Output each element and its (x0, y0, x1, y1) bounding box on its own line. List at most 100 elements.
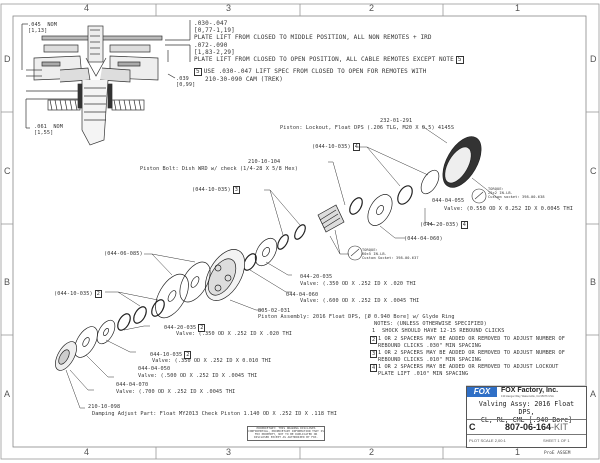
note-ref-box: 3 (232, 186, 240, 194)
zone-row-label: C (590, 166, 597, 176)
note-ref-box: 4 (460, 221, 468, 229)
plate-lift-text: PLATE LIFT FROM CLOSED TO MIDDLE POSITIO… (194, 34, 432, 41)
zone-column-label: 3 (226, 447, 232, 457)
company-address: 130 Hangar Way, Watsonville, CA 95076 US… (501, 395, 554, 398)
part-description: Piston Assembly: 2016 Float DPS, [Ø 0.94… (258, 314, 455, 320)
company-name: FOX Factory, Inc. (501, 387, 559, 394)
torque-label: TORQUE: (488, 187, 504, 191)
zone-row-label: D (4, 54, 11, 64)
part-number: (044-06-085) (104, 251, 143, 257)
part-number: 044-20-035 (164, 325, 197, 331)
dimension-metric: [1,13] (28, 28, 48, 34)
part-number: (044-10-035) (54, 291, 93, 297)
part-number: (044-04-060) (404, 236, 443, 242)
torque-socket: Custom socket: 398-00-638 (488, 195, 545, 199)
torque-socket: Custom Socket: 398-00-637 (362, 256, 419, 260)
note-ref-box: 2 (198, 324, 206, 332)
part-description: Piston Bolt: Dish WRD w/ check (1/4-28 X… (140, 166, 298, 172)
note-line: SHOCK SHOULD HAVE 12-15 REBOUND CLICKS (382, 328, 505, 334)
zone-column-label: 3 (226, 3, 232, 13)
zone-column-label: 1 (515, 447, 521, 457)
part-number: 210-10-098 (88, 404, 121, 410)
part-description: Valve: (.700 OD X .252 ID X .0045 THI (116, 389, 236, 395)
spacer-callout: (044-10-035)3 (192, 186, 240, 194)
part-description: Valve: (.350 OD X .252 ID X .020 THI (176, 331, 293, 337)
torque-wrench-icon (471, 188, 487, 204)
title-block-footer: PLOT SCALE 2,00:1 SHEET 1 OF 1 (467, 434, 586, 447)
note-ref-box: 2 (184, 351, 192, 359)
part-description: Valve: (.500 OD X .252 ID X .0045 THI (138, 373, 258, 379)
zone-row-label: B (4, 277, 11, 287)
note-ref-box: 2 (370, 336, 378, 344)
proprietary-notice: PROPRIETARY: THIS DRAWING DISCLOSES CONF… (247, 426, 325, 441)
inner-frame (12, 15, 587, 448)
plate-lift-value: .072-.090 (194, 42, 228, 49)
part-number: 232-01-291 (380, 118, 413, 124)
note-line: 1 OR 2 SPACERS MAY BE ADDED OR REMOVED T… (378, 364, 559, 370)
part-number: (044-10-035) (312, 144, 351, 150)
note-line: REBOUND CLICKS .030" MIN SPACING (378, 343, 482, 349)
part-description: Valve: (.350 OD X .252 ID X .020 THI (300, 281, 417, 287)
zone-row-label: B (590, 277, 597, 287)
part-number: (044-10-035) (192, 187, 231, 193)
drawing-title-line2: CL, RL, CML [.940 Bore] (480, 416, 573, 424)
sheet-count: SHEET 1 OF 1 (543, 438, 570, 443)
zone-column-label: 4 (84, 447, 90, 457)
drawing-number: 807-06-164-KIT (505, 422, 568, 432)
part-number: 044-04-070 (116, 382, 149, 388)
part-description: Valve: (.600 OD X .252 ID X .0045 THI (300, 298, 420, 304)
plate-lift-value: .030-.047 (194, 20, 228, 27)
dimension-metric: [1,55] (34, 130, 54, 136)
plot-scale: PLOT SCALE 2,00:1 (469, 438, 506, 443)
zone-column-label: 1 (515, 3, 521, 13)
spacer-callout: (044-20-035)4 (420, 221, 468, 229)
zone-row-label: C (4, 166, 11, 176)
torque-value: 22±2 IN.LB. (488, 191, 513, 195)
note-line: REBOUND CLICKS .010" MIN SPACING (378, 357, 482, 363)
note-line: PLATE LIFT .010" MIN SPACING (378, 371, 469, 377)
note-5-line2: 210-30-090 CAM (TREK) (205, 76, 283, 83)
torque-spec: TORQUE: 60±5 IN.LB. Custom Socket: 398-0… (362, 248, 419, 260)
part-number: 044-10-035 (150, 352, 183, 358)
part-description: Piston: Lockout, Float DPS (.206 TLG, M2… (280, 125, 455, 131)
drawing-number-main: 807-06-164 (505, 422, 552, 432)
part-description: Valve: (.350 OD X .252 ID X 0.010 THI (152, 358, 272, 364)
plate-lift-metric: [1,83-2,29] (194, 49, 235, 56)
note-5-line1: USE .030-.047 LIFT SPEC FROM CLOSED TO O… (203, 68, 427, 75)
drawing-title-line1: Valving Assy: 2016 Float DPS, (478, 400, 575, 416)
note-ref-box: 3 (370, 350, 378, 358)
sheet-size: C (469, 422, 476, 432)
plate-lift-metric: [0,77-1,19] (194, 27, 235, 34)
title-block: FOX FOX Factory, Inc. 130 Hangar Way, Wa… (466, 386, 587, 448)
company-logo: FOX (467, 387, 497, 397)
note-line: 1 OR 2 SPACERS MAY BE ADDED OR REMOVED T… (378, 336, 565, 342)
dimension-label: .061 NOM (34, 124, 64, 130)
torque-label: TORQUE: (362, 248, 378, 252)
zone-column-label: 2 (369, 3, 375, 13)
part-number: (044-20-035) (420, 222, 459, 228)
plate-lift-text-body: PLATE LIFT FROM CLOSED TO OPEN POSITION,… (194, 56, 454, 63)
dimension-metric: [0,99] (176, 82, 196, 88)
note-ref-box: 4 (352, 143, 360, 151)
plate-lift-text: PLATE LIFT FROM CLOSED TO OPEN POSITION,… (194, 56, 464, 64)
dimension-label: .045 NOM (28, 22, 58, 28)
part-number: 044-04-060 (286, 292, 319, 298)
torque-spec: TORQUE: 22±2 IN.LB. Custom socket: 398-0… (488, 187, 545, 199)
zone-row-label: D (590, 54, 597, 64)
drawing-number-row: C 807-06-164-KIT (467, 419, 586, 434)
note-line: 1 OR 2 SPACERS MAY BE ADDED OR REMOVED T… (378, 350, 565, 356)
torque-value: 60±5 IN.LB. (362, 252, 387, 256)
part-number: 044-20-035 (300, 274, 333, 280)
note-ref-box: 5 (455, 56, 464, 64)
software-tag: ProE ASSEM (544, 451, 571, 456)
notes-header: NOTES: (UNLESS OTHERWISE SPECIFIED) (374, 321, 487, 327)
part-description: Valve: (0.550 OD X 0.252 ID X 0.0045 THI (444, 206, 573, 212)
spacer-callout: (044-10-035)2 (54, 290, 102, 298)
drawing-title: Valving Assy: 2016 Float DPS, CL, RL, CM… (469, 400, 584, 424)
section-view (21, 20, 191, 146)
